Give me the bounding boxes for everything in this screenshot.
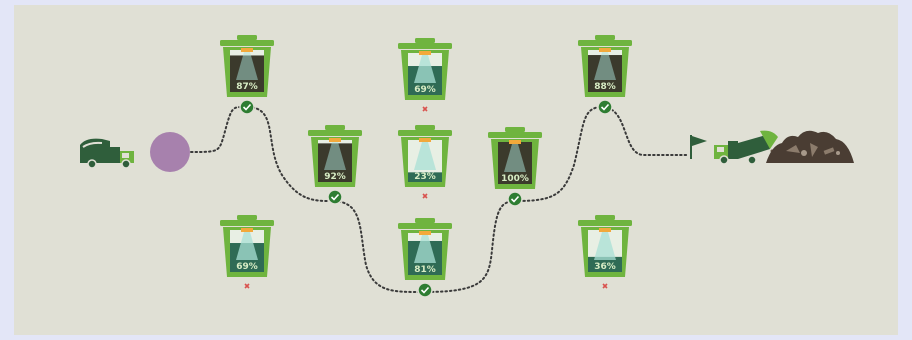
waste-bin-5: 23% — [398, 125, 452, 198]
bin-lid-handle — [237, 215, 257, 220]
bin-lid-handle — [595, 35, 615, 40]
bin-lid-handle — [415, 218, 435, 223]
waste-bin-1: 87% — [220, 35, 274, 114]
waste-bin-9: 36% — [578, 215, 632, 288]
bin-lid — [488, 132, 542, 138]
sensor-icon — [419, 51, 431, 55]
fill-percentage: 92% — [324, 172, 346, 182]
bin-lid-handle — [415, 38, 435, 43]
start-circle-icon — [150, 132, 190, 172]
bin-lid-handle — [237, 35, 257, 40]
check-icon — [240, 100, 254, 114]
sensor-icon — [329, 138, 341, 142]
cross-icon — [245, 284, 249, 288]
sensor-icon — [599, 228, 611, 232]
bin-lid-handle — [505, 127, 525, 132]
waste-bin-3: 88% — [578, 35, 632, 114]
check-icon — [418, 283, 432, 297]
bin-lid-handle — [595, 215, 615, 220]
check-icon — [508, 192, 522, 206]
fill-percentage: 69% — [236, 262, 258, 272]
bins-layer: 87% 69% 88% 92% 23% 100% 69% 81% 36% — [220, 35, 632, 297]
sensor-icon — [599, 48, 611, 52]
bin-lid — [578, 220, 632, 226]
fill-percentage: 100% — [501, 174, 529, 184]
fill-percentage: 36% — [594, 262, 616, 272]
waste-bin-8: 81% — [398, 218, 452, 297]
check-icon — [328, 190, 342, 204]
bin-lid-handle — [325, 125, 345, 130]
fill-percentage: 69% — [414, 85, 436, 95]
sensor-icon — [241, 228, 253, 232]
fill-percentage: 88% — [594, 82, 616, 92]
bin-lid — [398, 223, 452, 229]
waste-bin-7: 69% — [220, 215, 274, 288]
landfill-pile-icon — [766, 131, 854, 163]
check-icon — [598, 100, 612, 114]
garbage-truck-icon — [80, 139, 134, 168]
bin-lid — [398, 130, 452, 136]
diagram-canvas: 87% 69% 88% 92% 23% 100% 69% 81% 36% — [14, 5, 898, 335]
bin-lid-handle — [415, 125, 435, 130]
bin-lid — [578, 40, 632, 46]
waste-bin-2: 69% — [398, 38, 452, 111]
bin-lid — [220, 220, 274, 226]
bin-lid — [220, 40, 274, 46]
route-diagram: 87% 69% 88% 92% 23% 100% 69% 81% 36% — [14, 5, 898, 335]
bin-lid — [398, 43, 452, 49]
cross-icon — [423, 107, 427, 111]
fill-percentage: 23% — [414, 172, 436, 182]
cross-icon — [423, 194, 427, 198]
sensor-icon — [509, 140, 521, 144]
fill-percentage: 81% — [414, 265, 436, 275]
waste-bin-4: 92% — [308, 125, 362, 204]
flag-icon — [691, 135, 707, 159]
sensor-icon — [419, 231, 431, 235]
bin-lid — [308, 130, 362, 136]
waste-bin-6: 100% — [488, 127, 542, 206]
cross-icon — [603, 284, 607, 288]
fill-percentage: 87% — [236, 82, 258, 92]
sensor-icon — [241, 48, 253, 52]
sensor-icon — [419, 138, 431, 142]
